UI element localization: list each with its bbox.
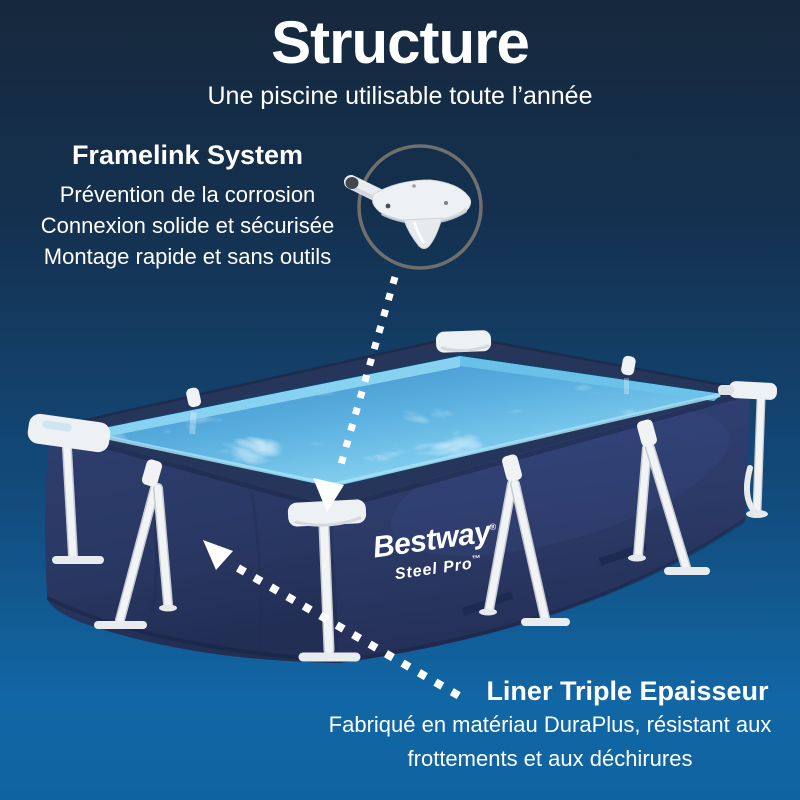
frame-corner-cap [435, 330, 492, 353]
liner-heading: Liner Triple Epaisseur [486, 676, 769, 706]
frame-corner-cap [718, 381, 778, 400]
rail-clamp [621, 355, 636, 376]
liner-arrow [203, 540, 471, 705]
framelink-block: Framelink System Prévention de la corros… [20, 140, 355, 272]
model-mark: ™ [471, 552, 483, 565]
rail-clamp [186, 387, 201, 408]
frame-leg [94, 459, 177, 629]
framelink-point-3: Montage rapide et sans outils [43, 244, 332, 269]
arrow-head-down-icon [313, 478, 344, 512]
framelink-point-1: Prévention de la corrosion [59, 182, 316, 207]
frame-leg [479, 454, 570, 626]
framelink-point-2: Connexion solide et sécurisée [40, 213, 335, 238]
frame-corner-cap [287, 499, 367, 527]
liner-description-line-1: Fabriqué en matériau DuraPlus, résistant… [328, 712, 772, 737]
arrow-head-up-left-icon [203, 540, 233, 570]
connector-funnel [403, 217, 443, 249]
frame-leg [298, 520, 361, 662]
frame-leg [628, 419, 710, 575]
frame-leg [52, 443, 104, 564]
liner-description-line-2: frottements et aux déchirures [407, 746, 693, 771]
page-subtitle: Une piscine utilisable toute l’année [207, 82, 593, 110]
brand-mark: ® [488, 521, 497, 533]
liner-description: Fabriqué en matériau DuraPlus, résistant… [300, 708, 800, 776]
frame-corner-cap [27, 413, 111, 453]
page-title: Structure [271, 9, 530, 76]
frame-leg [743, 394, 768, 518]
connector-arrow [313, 276, 399, 512]
pool-steel-frame [27, 330, 778, 662]
connector-inset-illustration [344, 144, 483, 270]
framelink-heading: Framelink System [71, 140, 304, 170]
